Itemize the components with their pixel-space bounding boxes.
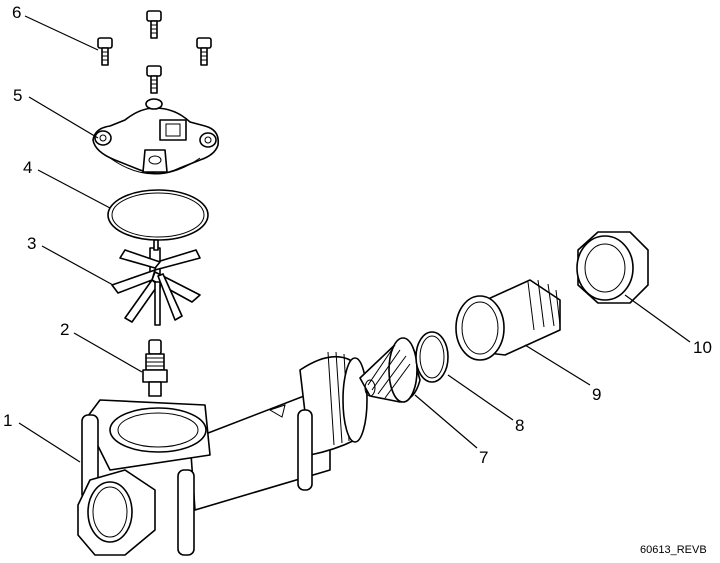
part-10-hex-nut	[577, 232, 648, 303]
screw-right	[197, 38, 211, 65]
callout-7: 7	[479, 448, 488, 467]
callout-10: 10	[693, 338, 712, 357]
part-9-hose-adapter	[456, 280, 560, 360]
callout-4: 4	[23, 158, 32, 177]
screw-top	[147, 11, 161, 38]
callout-2: 2	[60, 320, 69, 339]
part-3-impeller	[112, 240, 200, 325]
part-7-nozzle-cone	[360, 338, 420, 402]
screw-bottom	[147, 66, 161, 93]
callout-6: 6	[12, 3, 21, 22]
part-2-stem	[143, 340, 167, 396]
callout-9: 9	[592, 385, 601, 404]
part-8-small-o-ring	[416, 332, 448, 382]
document-reference: 60613_REVB	[640, 544, 707, 556]
callout-8: 8	[515, 416, 524, 435]
part-5-cover	[93, 99, 218, 174]
screw-left	[98, 38, 112, 65]
callout-1: 1	[3, 411, 12, 430]
callout-5: 5	[13, 86, 22, 105]
part-1-valve-body	[78, 352, 367, 555]
callout-3: 3	[27, 234, 36, 253]
part-4-o-ring	[108, 190, 208, 240]
part-6-screws	[98, 11, 211, 93]
